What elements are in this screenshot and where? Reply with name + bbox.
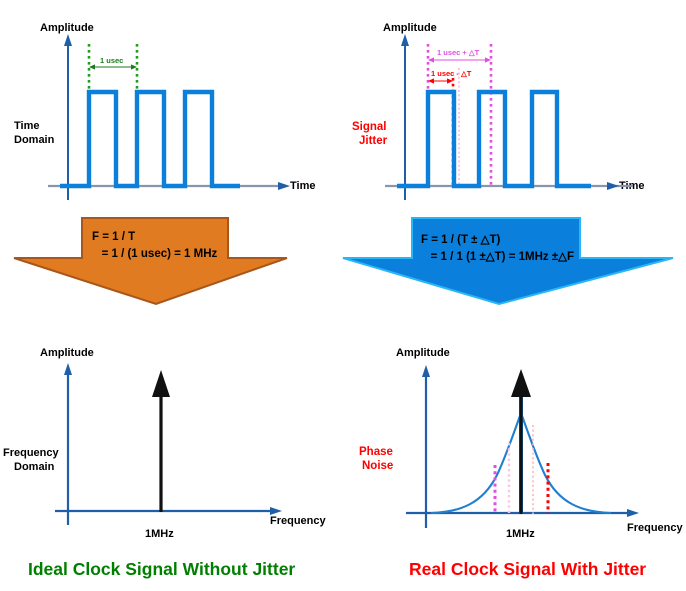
x-axis-label-bottom-right: Frequency [627, 522, 683, 534]
caption-ideal: Ideal Clock Signal Without Jitter [28, 559, 296, 579]
caption-real: Real Clock Signal With Jitter [409, 559, 647, 579]
period-measure-label: 1 usec [100, 56, 124, 65]
minus-delta-arrow-head-left [428, 78, 434, 84]
frequency-domain-label-line1: Frequency [3, 447, 59, 459]
peak-tick-label-bottom-left: 1MHz [145, 528, 174, 540]
x-axis-label-top-left: Time [290, 180, 316, 192]
plus-delta-arrow-head-right [485, 57, 491, 63]
banner-right-line2: = 1 / 1 (1 ±△T) = 1MHz ±△F [421, 251, 575, 263]
y-axis-label-bottom-right: Amplitude [396, 347, 450, 359]
y-axis-arrowhead-top-left [64, 34, 72, 46]
panel-top-left: Amplitude Time Domain Time 1 usec [0, 0, 343, 205]
orange-arrow-shape [13, 217, 288, 306]
minus-delta-arrow-head-right [447, 78, 453, 84]
blue-arrow-polygon [342, 217, 674, 306]
x-axis-arrowhead-top-left [278, 182, 290, 190]
square-wave-jittered [397, 89, 591, 189]
time-domain-label-line2: Domain [14, 134, 55, 146]
time-domain-label-line1: Time [14, 120, 40, 132]
waveform-jitter-svg [385, 34, 633, 200]
square-wave-ideal [60, 89, 240, 189]
period-minus-delta-label: 1 usec - △T [431, 69, 472, 78]
signal-jitter-label-line1: Signal [352, 121, 387, 133]
x-axis-arrowhead-bottom-left [270, 507, 282, 515]
x-axis-arrowhead-bottom-right [627, 509, 639, 517]
y-axis-label-bottom-left: Amplitude [40, 347, 94, 359]
spectrum-phase-noise-svg [406, 365, 639, 528]
frequency-domain-label-line2: Domain [14, 461, 55, 473]
y-axis-arrowhead-bottom-left [64, 363, 72, 375]
impulse-arrowhead-jitter [511, 369, 531, 397]
banner-left-line2: = 1 / (1 usec) = 1 MHz [92, 248, 218, 260]
orange-arrow-polygon [13, 217, 288, 306]
banner-right-line1: F = 1 / (T ± △T) [421, 234, 501, 246]
period-arrow-head-left [89, 64, 95, 70]
peak-tick-label-bottom-right: 1MHz [506, 528, 535, 540]
spectrum-ideal-svg [55, 363, 282, 525]
panel-bottom-left: Amplitude Frequency Domain Frequency 1MH… [0, 325, 343, 550]
blue-arrow-shape [342, 217, 674, 306]
banner-left: F = 1 / T = 1 / (1 usec) = 1 MHz [0, 205, 343, 325]
panel-top-right: Amplitude Signal Jitter Time 1 usec + △T… [343, 0, 686, 205]
x-axis-arrowhead-top-right [607, 182, 619, 190]
period-plus-delta-label: 1 usec + △T [437, 48, 480, 57]
banner-left-line1: F = 1 / T [92, 231, 136, 243]
signal-jitter-label-line2: Jitter [359, 135, 388, 147]
period-arrow-head-right [131, 64, 137, 70]
impulse-arrowhead-ideal [152, 370, 170, 397]
plus-delta-arrow-head-left [428, 57, 434, 63]
y-axis-arrowhead-top-right [401, 34, 409, 46]
banner-right: F = 1 / (T ± △T) = 1 / 1 (1 ±△T) = 1MHz … [342, 205, 686, 325]
x-axis-label-bottom-left: Frequency [270, 515, 326, 527]
waveform-ideal-svg [48, 34, 290, 200]
phase-noise-label-line2: Noise [362, 460, 394, 472]
y-axis-label-top-left: Amplitude [40, 22, 94, 34]
y-axis-label-top-right: Amplitude [383, 22, 437, 34]
phase-noise-label-line1: Phase [359, 446, 393, 458]
panel-bottom-right: Amplitude Phase Noise Frequency 1MHz [343, 325, 686, 550]
y-axis-arrowhead-bottom-right [422, 365, 430, 377]
